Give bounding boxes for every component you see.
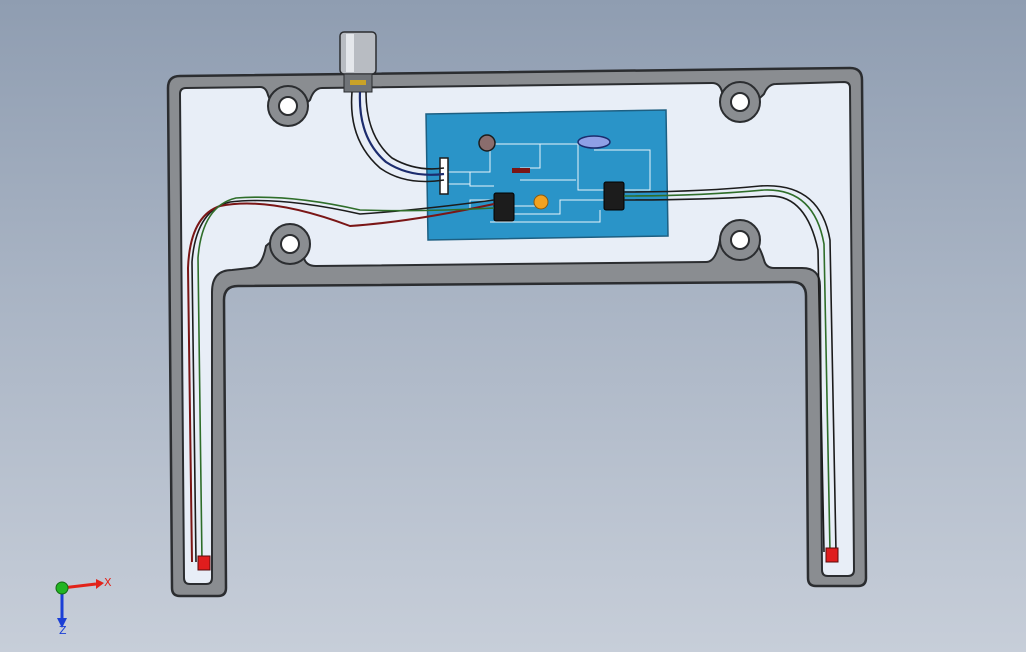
led-left[interactable] — [197, 555, 211, 571]
ic-chip-right[interactable] — [603, 181, 625, 211]
mounting-boss-bottom-left[interactable] — [269, 223, 311, 265]
crystal-component[interactable] — [577, 135, 611, 149]
orientation-triad[interactable]: X Z — [55, 576, 112, 637]
indicator-led[interactable] — [533, 194, 549, 210]
wire-harness[interactable] — [186, 91, 837, 563]
pin-header[interactable] — [439, 157, 449, 195]
resistor-component[interactable] — [512, 168, 530, 173]
mounting-boss-bottom-right[interactable] — [719, 219, 761, 261]
triad-z-label: Z — [59, 624, 67, 637]
mounting-boss-top-left[interactable] — [267, 85, 309, 127]
cable-connector[interactable] — [339, 31, 377, 93]
led-right[interactable] — [825, 547, 839, 563]
mounting-boss-top-right[interactable] — [719, 81, 761, 123]
capacitor-component[interactable] — [478, 134, 496, 152]
ic-chip-left[interactable] — [493, 192, 515, 222]
triad-y-axis-icon — [55, 581, 69, 595]
pcb-board[interactable] — [425, 109, 669, 241]
triad-x-label: X — [104, 576, 112, 589]
